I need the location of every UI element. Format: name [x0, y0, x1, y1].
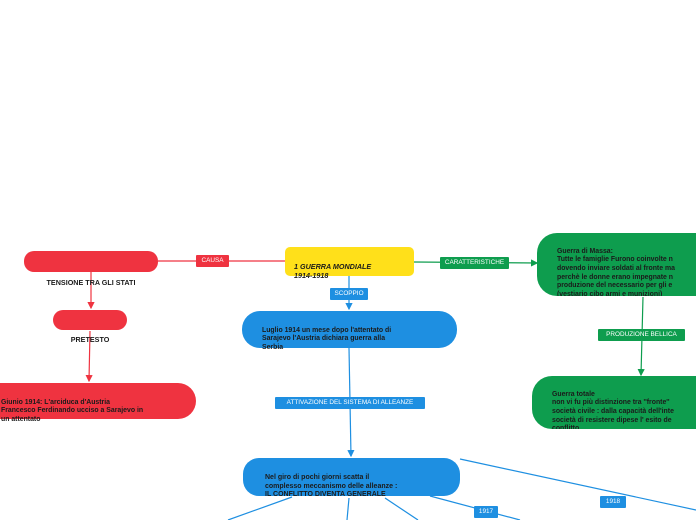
node-totale-label: Guerra totale non vi fu più distinzione … — [552, 390, 674, 429]
node-root-prima-guerra-mondiale[interactable]: 1 GUERRA MONDIALE 1914-1918 — [285, 247, 414, 280]
connector-alleanze-down-2 — [346, 497, 350, 520]
link-label-1917[interactable]: 1917 — [474, 506, 498, 518]
link-label-scoppio[interactable]: SCOPPIO — [330, 288, 368, 300]
link-label-1918[interactable]: 1918 — [600, 496, 626, 508]
connector-alleanze-1918 — [459, 458, 696, 511]
connector-pretesto-giugno — [85, 330, 93, 383]
node-giugno-1914[interactable]: Giunio 1914: L'arciduca d'Austria France… — [0, 383, 196, 423]
node-luglio-1914[interactable]: Luglio 1914 un mese dopo l'attentato di … — [242, 311, 457, 351]
node-pretesto-label: PRETESTO — [70, 335, 110, 344]
node-pretesto[interactable]: PRETESTO — [53, 310, 127, 344]
node-guerra-di-massa[interactable]: Guerra di Massa: Tutte le famiglie Furon… — [537, 233, 696, 296]
link-label-caratteristiche[interactable]: CARATTERISTICHE — [440, 257, 509, 269]
node-tensione-label: TENSIONE TRA GLI STATI — [46, 278, 136, 287]
node-tensione-tra-gli-stati[interactable]: TENSIONE TRA GLI STATI — [24, 251, 158, 287]
connector-alleanze-down-1 — [227, 496, 293, 520]
link-label-causa[interactable]: CAUSA — [196, 255, 229, 267]
node-giugno-label: Giunio 1914: L'arciduca d'Austria France… — [1, 398, 144, 423]
node-guerra-totale[interactable]: Guerra totale non vi fu più distinzione … — [532, 376, 696, 429]
node-root-label: 1 GUERRA MONDIALE 1914-1918 — [294, 262, 372, 280]
node-alleanze-label: Nel giro di pochi giorni scatta il compl… — [265, 473, 398, 499]
connector-alleanze-down-3 — [384, 497, 419, 520]
node-luglio-label: Luglio 1914 un mese dopo l'attentato di … — [262, 326, 392, 351]
link-label-attivazione-alleanze[interactable]: ATTIVAZIONE DEL SISTEMA DI ALLEANZE — [275, 397, 425, 409]
node-sistema-alleanze[interactable]: Nel giro di pochi giorni scatta il compl… — [243, 458, 460, 499]
link-label-produzione-bellica[interactable]: PRODUZIONE BELLICA — [598, 329, 685, 341]
node-massa-label: Guerra di Massa: Tutte le famiglie Furon… — [557, 247, 675, 296]
